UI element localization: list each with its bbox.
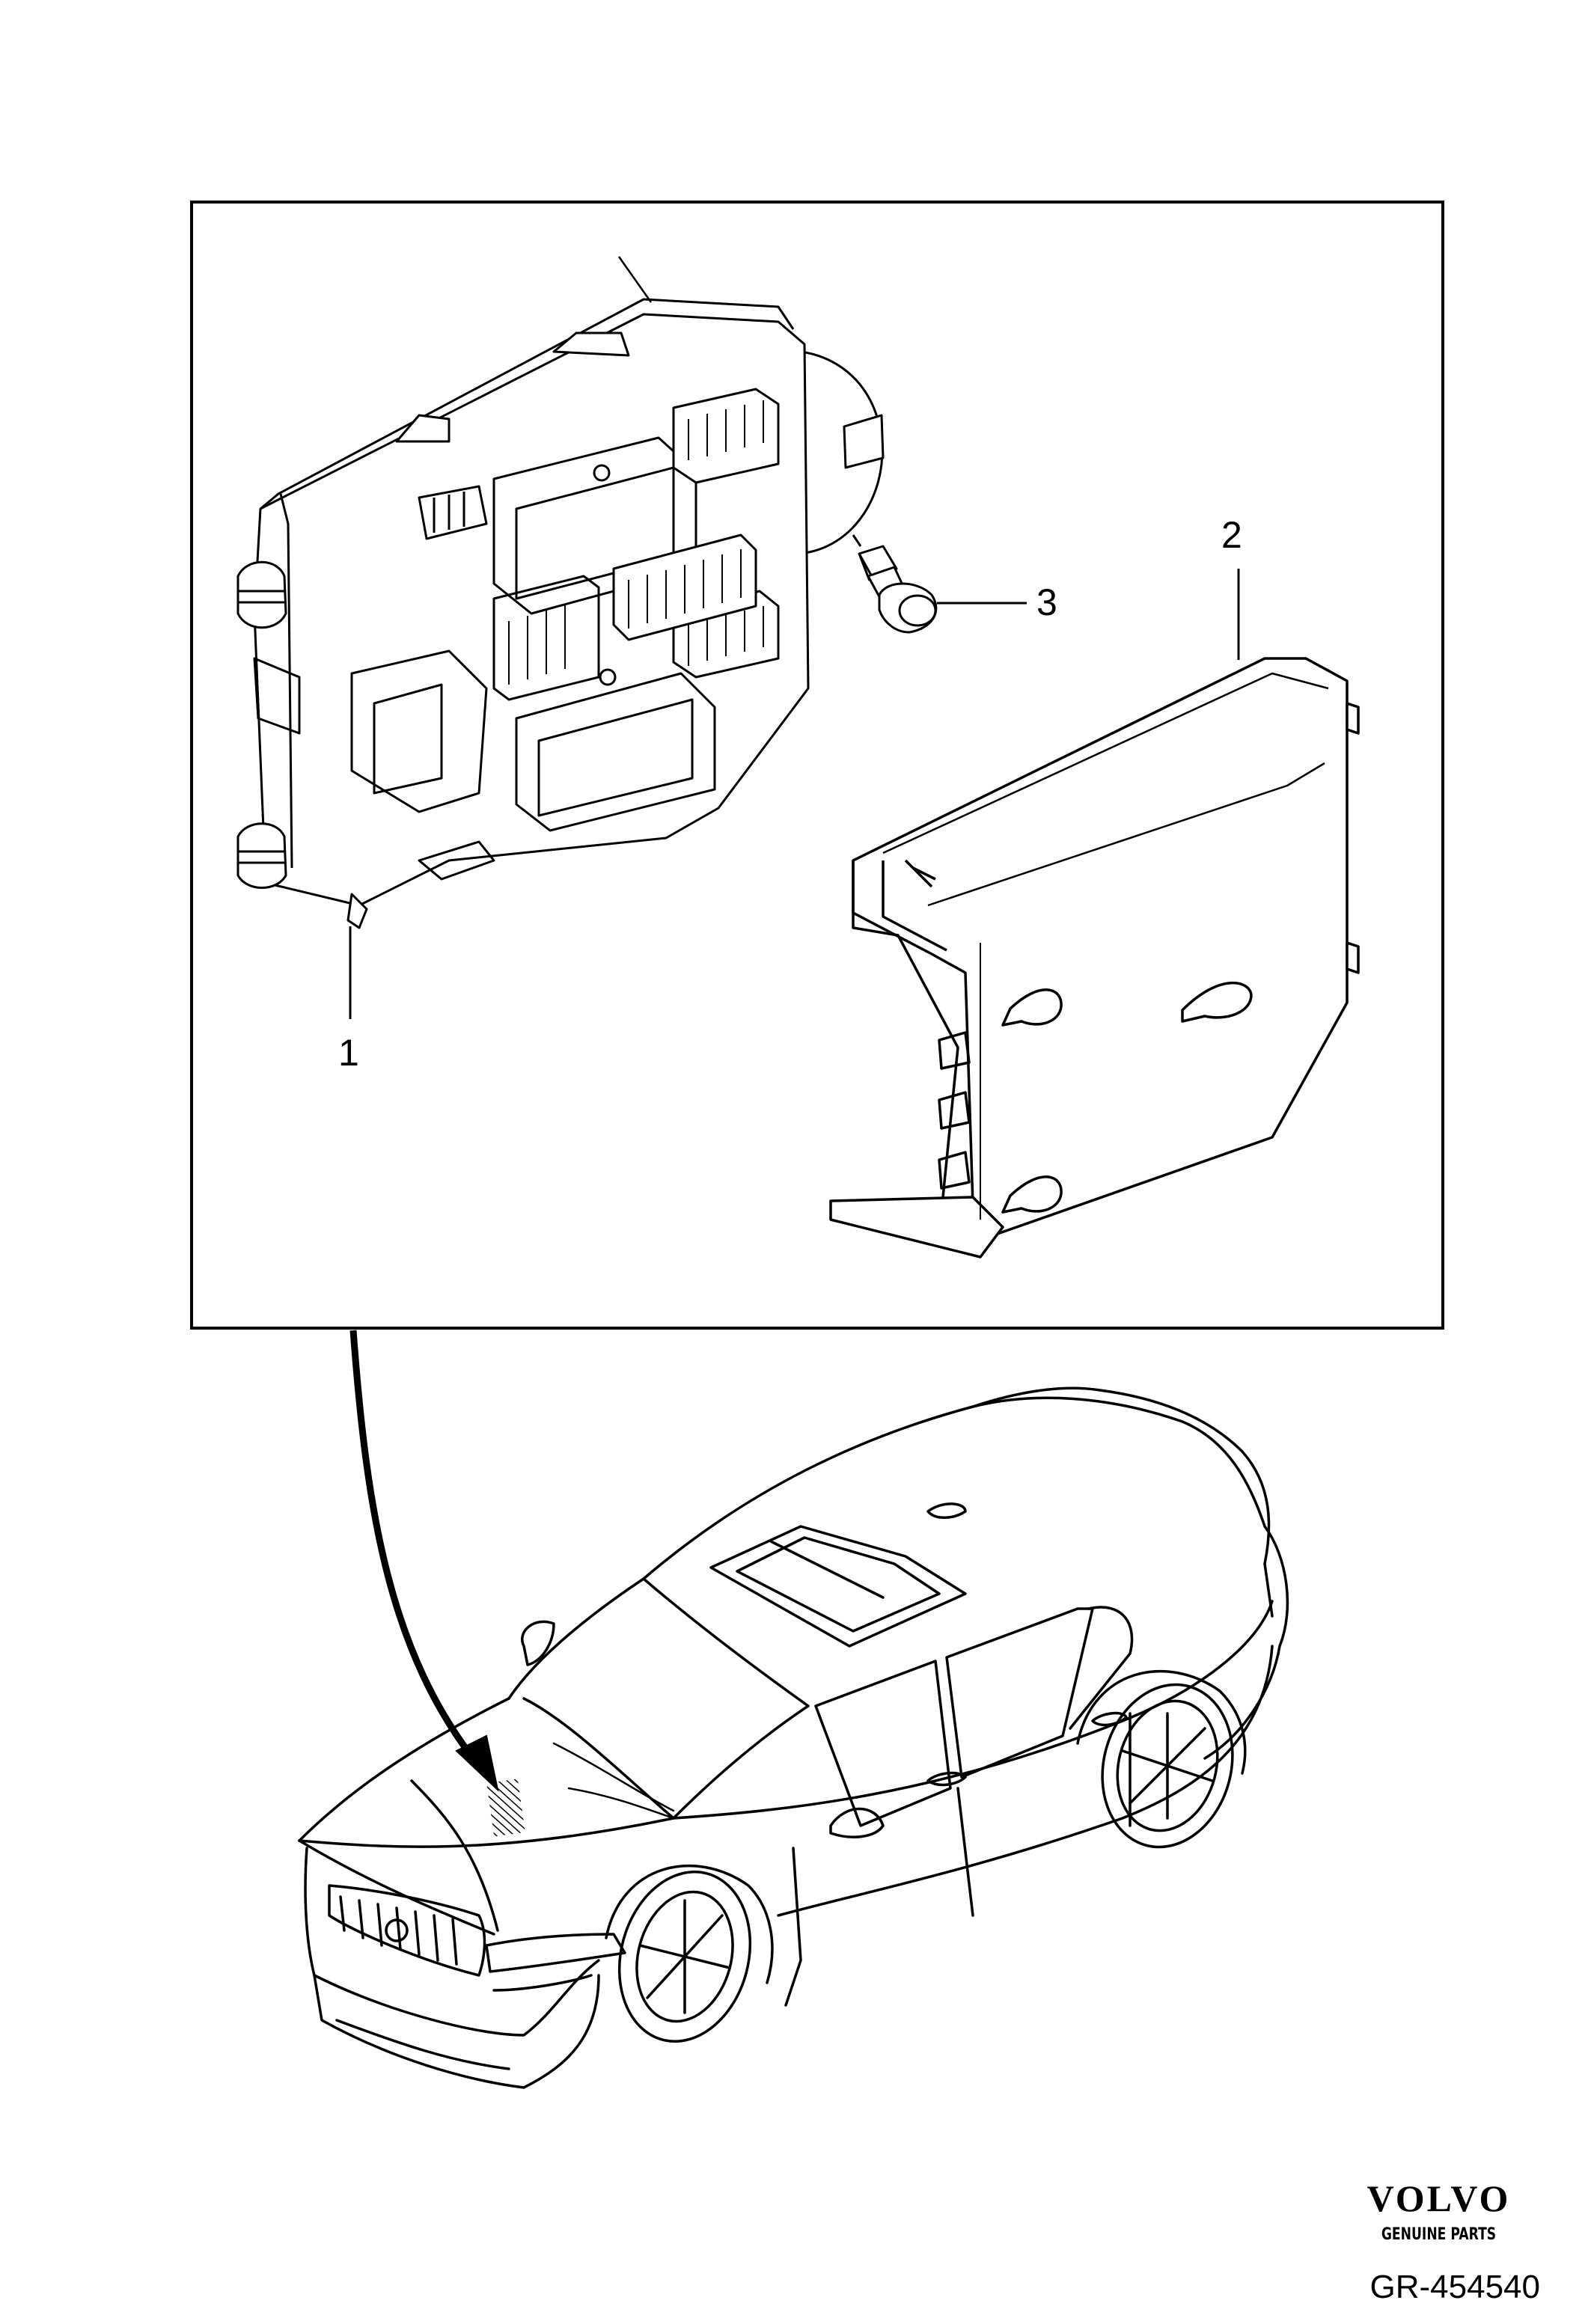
- component-location-marker: [486, 1779, 525, 1837]
- location-pointer-arrowhead: [455, 1734, 499, 1792]
- screw: [852, 534, 938, 634]
- detail-frame: [190, 201, 1444, 1330]
- location-pointer-arrow: [349, 1330, 482, 1768]
- car-illustration: [298, 1386, 1289, 2089]
- module-top-leader: [617, 256, 653, 303]
- module-cover: [829, 657, 1360, 1259]
- central-electronic-module: [236, 298, 885, 929]
- diagram-reference-code: GR-454540: [1369, 2269, 1540, 2305]
- callout-number-2: 2: [1221, 514, 1242, 556]
- callout-number-1: 1: [338, 1032, 359, 1074]
- brand-logo-text: VOLVO: [1366, 2177, 1511, 2219]
- brand-tagline: GENUINE PARTS: [1381, 2225, 1497, 2244]
- callout-number-3: 3: [1036, 581, 1057, 623]
